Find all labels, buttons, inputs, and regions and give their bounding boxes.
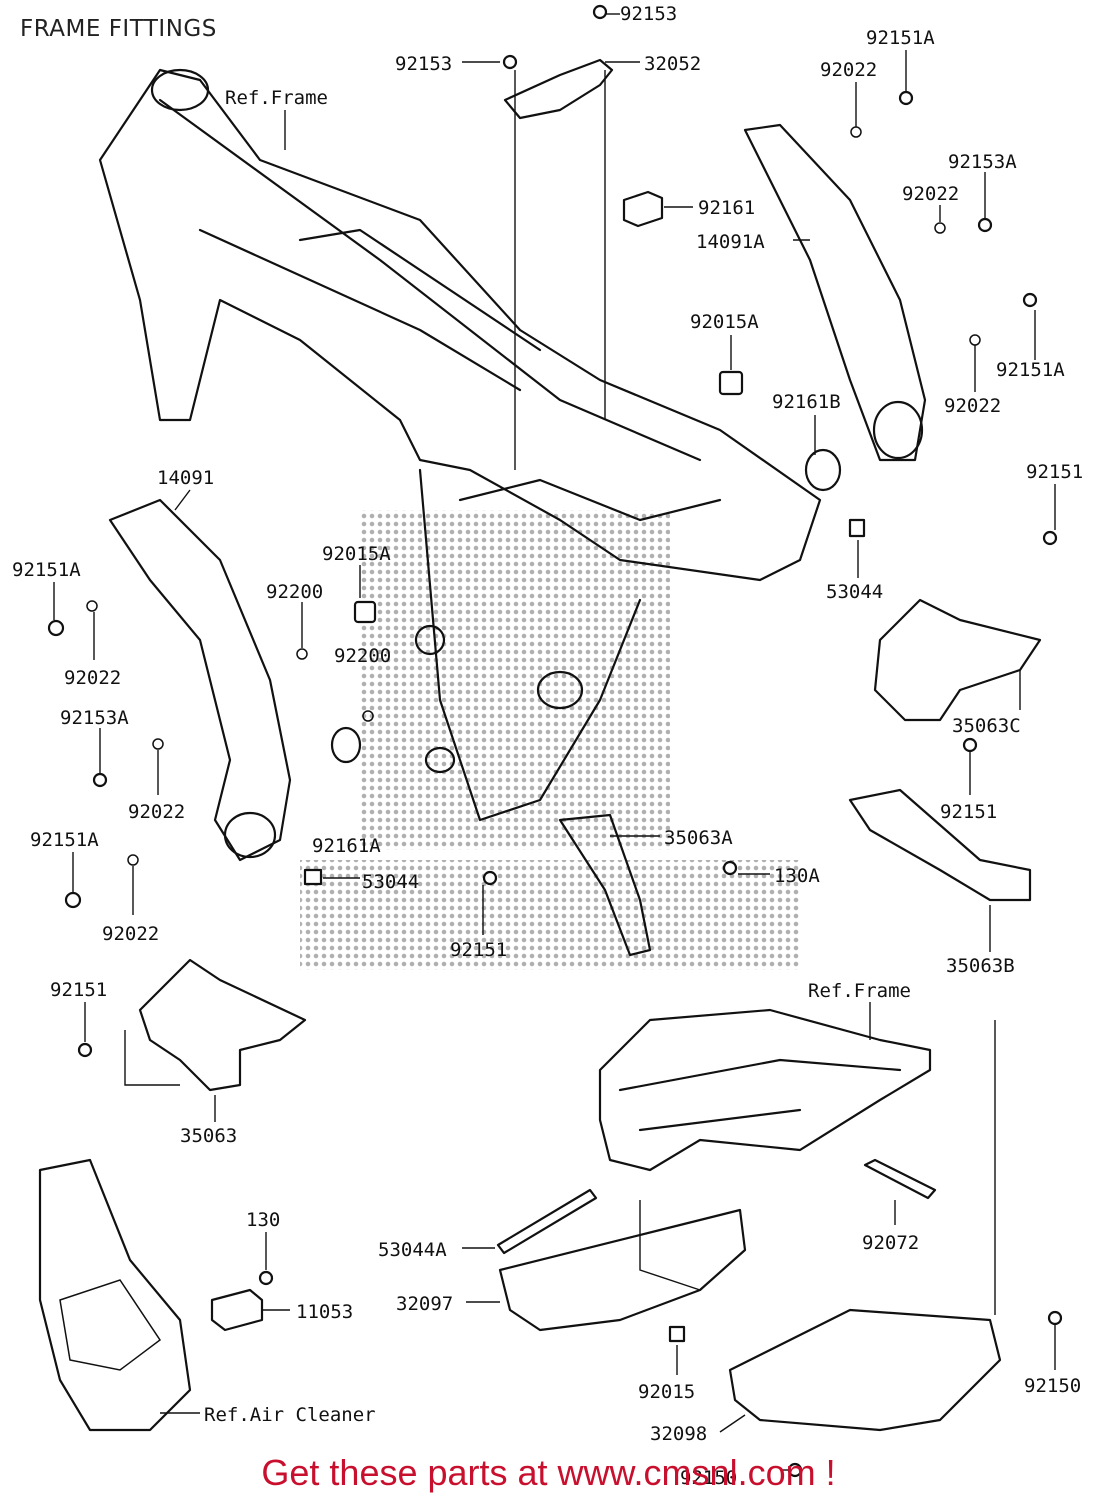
part-label: 92022 xyxy=(128,801,185,823)
page-title: FRAME FITTINGS xyxy=(20,16,217,42)
part-label: 92151 xyxy=(940,801,997,823)
part-label: 35063A xyxy=(664,827,733,849)
part-label: 92150 xyxy=(680,1467,737,1489)
part-label: 92151A xyxy=(12,559,81,581)
part-label: 92153 xyxy=(620,3,677,25)
tube-53044A xyxy=(496,1188,598,1255)
fasteners xyxy=(47,4,1063,1478)
part-label: 92015A xyxy=(690,311,759,333)
part-label: 35063C xyxy=(952,715,1021,737)
part-label: 92151 xyxy=(50,979,107,1001)
strap-92072 xyxy=(863,1158,937,1200)
air-cleaner xyxy=(38,1158,192,1432)
part-label: 92151A xyxy=(30,829,99,851)
plate-14091 xyxy=(108,498,292,862)
part-label: 92022 xyxy=(820,59,877,81)
part-label: 32052 xyxy=(644,53,701,75)
part-label: 14091A xyxy=(696,231,765,253)
part-label: 130A xyxy=(774,865,820,887)
part-label: 92153A xyxy=(60,707,129,729)
part-label: 35063 xyxy=(180,1125,237,1147)
part-label: 92161B xyxy=(772,391,841,413)
part-label: 92015A xyxy=(322,543,391,565)
part-label: 53044 xyxy=(826,581,883,603)
part-label: 92022 xyxy=(944,395,1001,417)
watermark-logo xyxy=(300,510,800,970)
part-label: 53044 xyxy=(362,871,419,893)
part-label: 92151 xyxy=(1026,461,1083,483)
part-label: 92022 xyxy=(64,667,121,689)
part-label: 32098 xyxy=(650,1423,707,1445)
part-label: 11053 xyxy=(296,1301,353,1323)
part-label: 130 xyxy=(246,1209,280,1231)
footer-link-text[interactable]: Get these parts at www.cmsnl.com ! xyxy=(261,1452,836,1493)
part-label: Ref.Air Cleaner xyxy=(204,1404,376,1426)
tray-32097 xyxy=(498,1208,747,1332)
part-label: 92022 xyxy=(902,183,959,205)
part-label: Ref.Frame xyxy=(808,980,911,1002)
part-label: 92153 xyxy=(395,53,452,75)
part-label: 53044A xyxy=(378,1239,447,1261)
clip-11053 xyxy=(210,1288,264,1332)
part-label: 32097 xyxy=(396,1293,453,1315)
bracket-35063A xyxy=(558,813,652,957)
part-label: 14091 xyxy=(157,467,214,489)
bracket-35063C xyxy=(873,598,1042,722)
cover-32098 xyxy=(728,1308,1002,1432)
footrest-35063B xyxy=(848,788,1032,902)
part-label: 92161A xyxy=(312,835,381,857)
part-label: 92200 xyxy=(266,581,323,603)
part-label: 92151A xyxy=(996,359,1065,381)
part-label: 92015 xyxy=(638,1381,695,1403)
rear-frame xyxy=(598,1008,932,1172)
part-label: Ref.Frame xyxy=(225,87,328,109)
main-frame xyxy=(98,68,822,822)
part-label: 92022 xyxy=(102,923,159,945)
plate-14091A xyxy=(743,123,927,462)
bracket-32052 xyxy=(503,58,614,120)
part-label: 92153A xyxy=(948,151,1017,173)
part-label: 92200 xyxy=(334,645,391,667)
part-label: 92161 xyxy=(698,197,755,219)
part-label: 35063B xyxy=(946,955,1015,977)
part-label: 92151A xyxy=(866,27,935,49)
bracket-35063 xyxy=(138,958,307,1092)
part-label: 92151 xyxy=(450,939,507,961)
leader-lines xyxy=(53,13,1056,1471)
part-label: 92072 xyxy=(862,1232,919,1254)
part-label: 92150 xyxy=(1024,1375,1081,1397)
cushion-92161 xyxy=(622,190,664,228)
